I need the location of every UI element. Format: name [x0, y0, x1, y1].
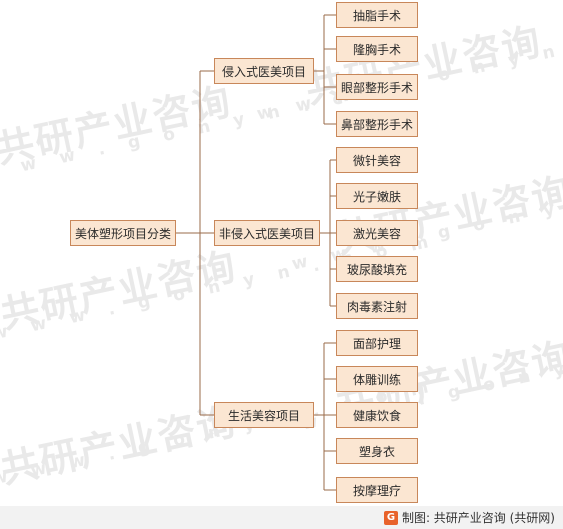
item-node: 健康饮食: [336, 402, 418, 428]
category-node: 侵入式医美项目: [214, 58, 314, 84]
item-node: 光子嫩肤: [336, 183, 418, 209]
item-node: 肉毒素注射: [336, 293, 418, 319]
gonyn-logo-icon: G: [383, 510, 398, 525]
item-node: 玻尿酸填充: [336, 256, 418, 282]
category-node: 生活美容项目: [214, 402, 314, 428]
category-node: 非侵入式医美项目: [214, 220, 320, 246]
item-node: 激光美容: [336, 220, 418, 246]
item-node: 塑身衣: [336, 438, 418, 464]
item-node: 体雕训练: [336, 366, 418, 392]
item-node: 抽脂手术: [336, 2, 418, 28]
item-node: 眼部整形手术: [336, 74, 418, 100]
item-node: 按摩理疗: [336, 477, 418, 503]
item-node: 面部护理: [336, 330, 418, 356]
root-node: 美体塑形项目分类: [70, 220, 176, 246]
footer-bar: G 制图: 共研产业咨询 (共研网): [0, 506, 563, 529]
footer-credit: 制图: 共研产业咨询 (共研网): [401, 511, 555, 525]
item-node: 微针美容: [336, 147, 418, 173]
item-node: 隆胸手术: [336, 36, 418, 62]
item-node: 鼻部整形手术: [336, 111, 418, 137]
